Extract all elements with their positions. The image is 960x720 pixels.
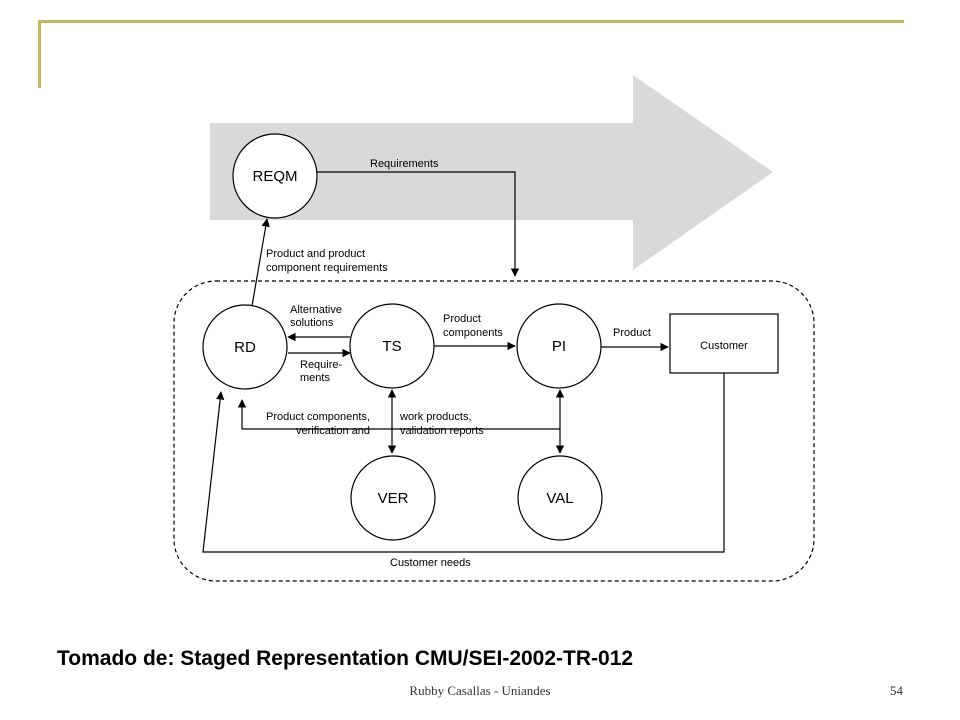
- validation-label-1: work products,: [399, 411, 472, 423]
- product-requirements-label-1: Product and product: [266, 248, 365, 260]
- pi-label: PI: [552, 338, 566, 355]
- product-components-label-1: Product: [443, 313, 481, 325]
- product-requirements-label-2: component requirements: [266, 262, 388, 274]
- ver-node: VER: [350, 455, 436, 541]
- verification-feedback-edge: [237, 399, 560, 430]
- ts-label: TS: [382, 338, 401, 355]
- title-accent-bar: [38, 20, 41, 88]
- product-requirements-edge: [251, 218, 270, 307]
- ts-node: TS: [349, 303, 435, 389]
- customer-needs-label: Customer needs: [390, 557, 471, 569]
- verification-label-2: verification and: [296, 425, 370, 437]
- title-accent-line: [38, 20, 904, 23]
- source-caption: Tomado de: Staged Representation CMU/SEI…: [57, 647, 634, 670]
- alternative-label-2: solutions: [290, 317, 334, 329]
- reqm-node: REQM: [232, 133, 318, 219]
- requirements-label: Requirements: [370, 158, 439, 170]
- val-node: VAL: [517, 455, 603, 541]
- slide-number: 54: [890, 683, 903, 698]
- verification-label-1: Product components,: [266, 411, 370, 423]
- alternative-label-1: Alternative: [290, 304, 342, 316]
- rd-node: RD: [202, 304, 288, 390]
- validation-label-2: validation reports: [400, 425, 484, 437]
- rd-label: RD: [234, 339, 256, 356]
- reqm-label: REQM: [253, 168, 298, 185]
- customer-node: Customer: [669, 313, 779, 374]
- footer-author: Rubby Casallas - Uniandes: [409, 683, 551, 698]
- require-label-1: Require-: [300, 359, 343, 371]
- val-label: VAL: [546, 490, 573, 507]
- requirements-edge: [317, 171, 520, 277]
- require-label-2: ments: [300, 372, 330, 384]
- customer-needs-edge: [202, 373, 725, 553]
- ver-label: VER: [378, 490, 409, 507]
- product-label: Product: [613, 327, 651, 339]
- product-components-label-2: components: [443, 327, 503, 339]
- customer-label: Customer: [700, 340, 748, 352]
- engineering-boundary: [173, 280, 815, 582]
- pi-node: PI: [516, 303, 602, 389]
